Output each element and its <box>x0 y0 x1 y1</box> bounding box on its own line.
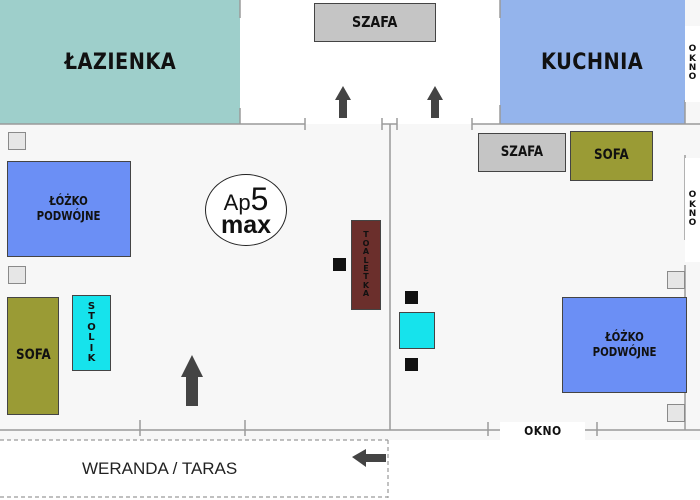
arrow-up-icon <box>427 86 443 118</box>
arrow-up-icon <box>181 355 203 406</box>
chair <box>405 291 418 304</box>
window-bottom: OKNO <box>500 422 585 440</box>
logo-suffix: max <box>220 211 272 239</box>
sofa-left: SOFA <box>7 297 59 415</box>
bed-right-label-line2: PODWÓJNE <box>592 345 657 359</box>
arrow-left-icon <box>352 449 386 467</box>
wardrobe-kitchen: SZAFA <box>478 133 566 172</box>
wardrobe-top-label: SZAFA <box>352 13 398 32</box>
chair <box>405 358 418 371</box>
logo-number: 5 <box>250 181 269 217</box>
corner-square <box>8 132 26 150</box>
logo: Ap5 max <box>205 174 287 246</box>
wardrobe-top: SZAFA <box>314 3 436 42</box>
sofa-kitchen-label: SOFA <box>594 147 629 164</box>
sofa-kitchen: SOFA <box>570 131 653 181</box>
arrow-up-icon <box>335 86 351 118</box>
sofa-left-label: SOFA <box>15 347 51 364</box>
room-kitchen-label: KUCHNIA <box>541 49 644 75</box>
corner-square <box>667 404 685 422</box>
room-veranda-label: WERANDA / TARAS <box>82 458 238 478</box>
wardrobe-kitchen-label: SZAFA <box>500 143 544 160</box>
stool <box>333 258 346 271</box>
logo-prefix: Ap <box>223 190 251 215</box>
room-bathroom: ŁAZIENKA <box>0 0 240 124</box>
room-kitchen: KUCHNIA <box>500 0 685 124</box>
room-bathroom-label: ŁAZIENKA <box>64 49 176 75</box>
bed-left-label-line2: PODWÓJNE <box>37 209 101 223</box>
bed-left: ŁÓŻKO PODWÓJNE <box>7 161 131 257</box>
bed-right: ŁÓŻKO PODWÓJNE <box>562 297 687 393</box>
window-bottom-label: OKNO <box>523 424 562 438</box>
bed-right-label-line1: ŁÓŻKO <box>605 330 644 344</box>
table-square <box>399 312 435 349</box>
corner-square <box>8 266 26 284</box>
room-veranda: WERANDA / TARAS <box>0 441 386 496</box>
bed-left-label-line1: ŁÓŻKO <box>49 194 89 208</box>
corner-square <box>667 271 685 289</box>
